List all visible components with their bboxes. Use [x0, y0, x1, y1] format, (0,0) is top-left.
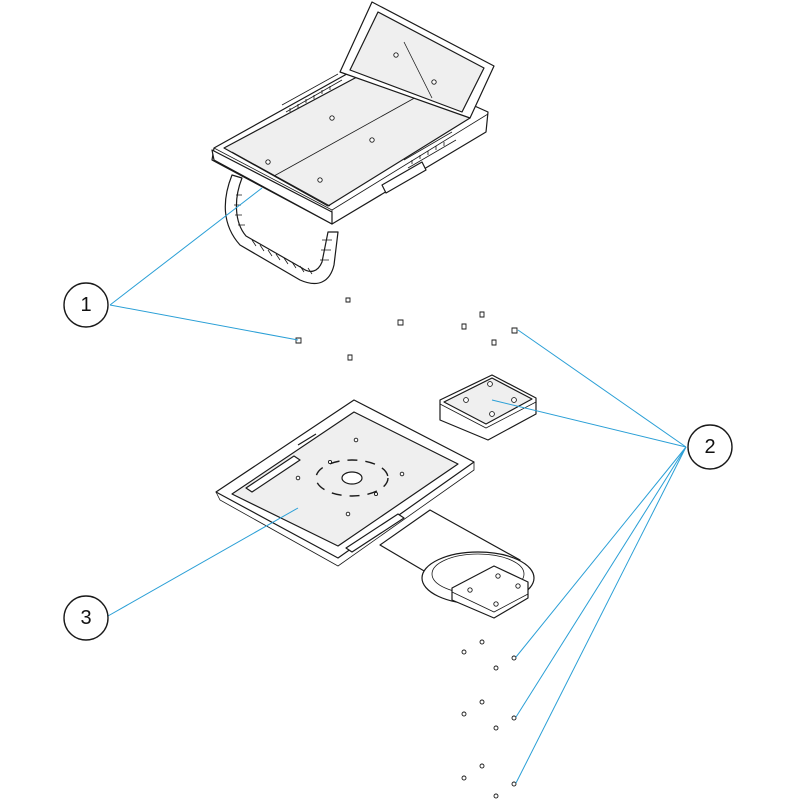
leader-lines [107, 187, 687, 784]
leader-1b [109, 304, 299, 341]
callout-1: 1 [63, 282, 109, 328]
leader-2a [517, 329, 687, 448]
mounting-plate-icon [215, 399, 535, 619]
callout-3: 3 [63, 595, 109, 641]
callout-2: 2 [687, 424, 733, 470]
mouse-platform-icon [439, 374, 537, 441]
leader-1a [109, 187, 263, 306]
leader-2e [515, 446, 687, 784]
leader-3 [107, 507, 299, 617]
screw-icon [461, 639, 517, 799]
callout-3-label: 3 [80, 607, 91, 629]
leader-2c [515, 446, 687, 658]
leader-2b [491, 399, 687, 448]
screw-icon [295, 297, 518, 361]
keyboard-tray-icon [211, 1, 495, 285]
leader-2d [515, 446, 687, 718]
callout-2-label: 2 [704, 436, 715, 458]
callout-1-label: 1 [80, 294, 91, 316]
